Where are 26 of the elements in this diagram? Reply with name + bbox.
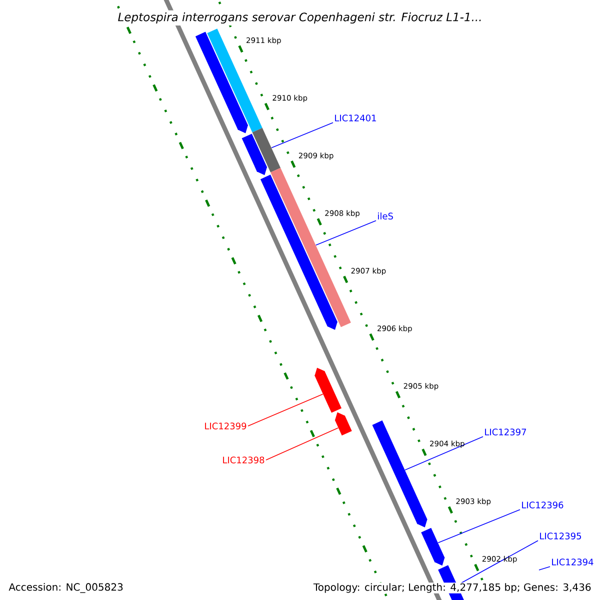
gene-label: LIC12395 — [540, 532, 581, 540]
gene-label: LIC12399 — [205, 422, 246, 430]
gene-feature — [421, 528, 445, 566]
leader-line — [271, 122, 334, 148]
gene-feature — [372, 420, 428, 528]
gene-feature — [207, 28, 262, 132]
leader-line — [538, 566, 550, 570]
gene-label: LIC12394 — [552, 558, 594, 566]
title: Leptospira interrogans serovar Copenhageni str. Fiocruz L1-1... — [116, 10, 484, 26]
leader-line — [438, 509, 520, 544]
gene-feature — [314, 368, 342, 413]
footer-text: Topology: circular; Length: 4,277,185 bp; Genes: 3,436 — [312, 582, 592, 594]
gene-feature — [334, 412, 352, 436]
leader-line — [404, 436, 484, 470]
leader-line — [248, 394, 324, 426]
footer-text: Accession: NC_005823 — [8, 582, 124, 594]
gene-feature — [242, 134, 268, 176]
leader-line — [266, 427, 339, 460]
gene-label: LIC12401 — [335, 114, 376, 122]
gene-feature — [252, 128, 281, 172]
gene-label: LIC12397 — [485, 428, 526, 436]
gene-label: LIC12396 — [522, 502, 564, 508]
gene-label: ileS — [378, 212, 393, 220]
gene-label: LIC12398 — [223, 456, 264, 464]
leader-line — [316, 220, 376, 246]
gene-feature — [195, 32, 248, 134]
